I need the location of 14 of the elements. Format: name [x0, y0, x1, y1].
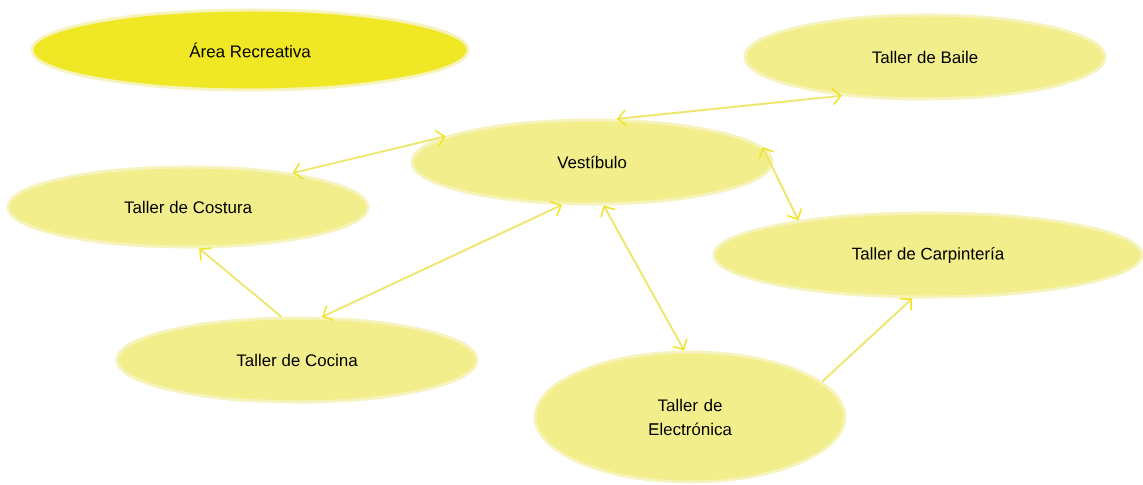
arrow	[292, 129, 446, 180]
oval-node: Área Recreativa	[30, 8, 470, 92]
arrow	[821, 297, 913, 383]
workshop-oval: Vestíbulo	[410, 118, 774, 206]
workshop-oval: Taller de Costura	[6, 165, 370, 249]
workshop-oval: Taller de Electrónica	[533, 350, 847, 484]
workshop-oval: Taller de Carpintería	[712, 211, 1143, 299]
workshop-oval: Taller de Cocina	[115, 316, 479, 404]
arrow	[616, 87, 843, 127]
workshop-oval: Taller de Baile	[743, 13, 1107, 101]
arrow	[758, 147, 803, 221]
arrow	[600, 205, 688, 351]
arrow	[199, 247, 283, 318]
arrow	[321, 200, 562, 322]
